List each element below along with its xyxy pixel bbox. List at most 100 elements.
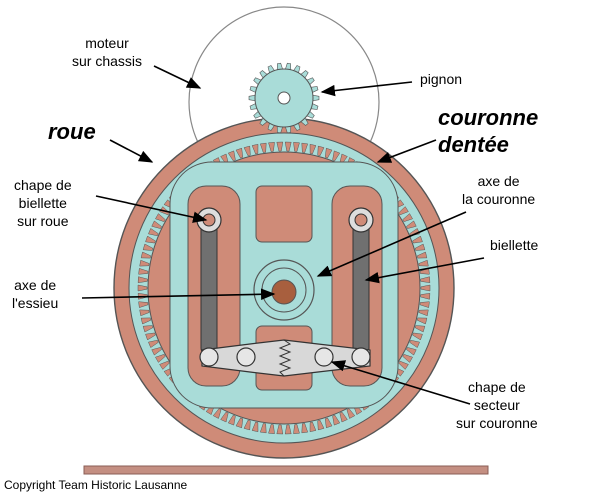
arrow-axe-essieu [81, 288, 276, 301]
crown-inner-tooth [235, 147, 244, 159]
crown-inner-tooth [402, 213, 413, 223]
crown-inner-tooth [419, 268, 430, 275]
arrow-couronne [376, 139, 437, 163]
crown-inner-tooth [301, 423, 309, 434]
label-axe-couronne: axe de la couronne [462, 173, 536, 207]
crown-inner-tooth [420, 293, 431, 300]
sector-pivot-mid-left [236, 347, 256, 367]
arrow-roue [109, 139, 154, 163]
label-chape-biellette: chape de biellette sur roue [14, 177, 72, 229]
crown-inner-tooth [155, 213, 166, 223]
callout-arrows [81, 65, 485, 405]
crown-inner-tooth [139, 259, 150, 267]
crown-inner-tooth [243, 145, 251, 157]
crown-inner-tooth [346, 408, 356, 419]
crown-inner-tooth [259, 423, 267, 434]
crown-inner-tooth [416, 251, 428, 259]
pocket-top [255, 185, 313, 243]
crown-inner-tooth [268, 142, 275, 152]
crown-inner-tooth [332, 150, 341, 162]
crown-inner-tooth [276, 424, 284, 435]
crown-inner-tooth [309, 143, 317, 155]
crown-inner-tooth [139, 309, 150, 317]
crown-inner-tooth [227, 150, 236, 162]
link-right [352, 215, 370, 355]
crown-inner-tooth [140, 251, 152, 259]
crown-inner-tooth [412, 235, 423, 244]
arrow-pignon [320, 81, 413, 97]
arrow-axe-couronne [316, 211, 467, 277]
sector-pivot-left [199, 347, 219, 367]
arrow-chape-secteur [330, 360, 471, 405]
crown-inner-tooth [317, 419, 325, 431]
crown-inner-tooth [301, 142, 309, 153]
crown-inner-tooth [251, 421, 259, 433]
label-chape-secteur: chape de secteur sur couronne [456, 379, 538, 431]
crown-inner-tooth [151, 220, 162, 229]
crown-inner-tooth [159, 360, 170, 370]
crown-inner-tooth [155, 353, 166, 363]
link-left [200, 215, 218, 355]
sector-teeth [278, 339, 292, 377]
crown-inner-tooth [268, 424, 275, 434]
crown-inner-tooth [142, 243, 154, 251]
crown-inner-tooth [251, 143, 259, 155]
crown-inner-tooth [142, 325, 154, 333]
copyright-notice: Copyright Team Historic Lausanne [4, 478, 188, 492]
crown-inner-tooth [414, 243, 426, 251]
crown-inner-tooth [138, 301, 149, 308]
crown-inner-tooth [420, 284, 431, 292]
arrow-biellette [364, 257, 485, 284]
crown-inner-tooth [227, 414, 236, 426]
crown-inner-tooth [220, 411, 229, 423]
crown-inner-tooth [140, 317, 152, 325]
crown-inner-tooth [332, 414, 341, 426]
label-couronne: couronne dentée [438, 105, 539, 157]
crown-inner-tooth [284, 141, 292, 152]
crown-inner-tooth [414, 325, 426, 333]
crown-inner-tooth [398, 206, 409, 216]
crown-inner-tooth [416, 317, 428, 325]
label-biellette: biellette [490, 237, 539, 253]
arrow-moteur [153, 65, 202, 89]
crown-inner-tooth [293, 142, 300, 152]
crown-inner-tooth [339, 411, 348, 423]
sector-pivot-right [351, 347, 371, 367]
crown-inner-tooth [151, 347, 162, 356]
crown-inner-tooth [137, 276, 148, 283]
label-axe-essieu: axe de l'essieu [12, 277, 59, 311]
crown-inner-tooth [212, 408, 222, 419]
crown-inner-tooth [293, 424, 300, 434]
pivot-right-hole [354, 213, 368, 227]
crown-inner-tooth [276, 141, 284, 152]
crown-inner-tooth [418, 309, 429, 317]
ground-rail [83, 465, 489, 475]
crown-inner-tooth [402, 353, 413, 363]
crown-inner-tooth [259, 142, 267, 153]
crown-inner-tooth [409, 339, 420, 348]
crown-inner-tooth [398, 360, 409, 370]
sector-pivot-mid-right [314, 347, 334, 367]
axle-hub [271, 279, 297, 305]
crown-inner-tooth [309, 421, 317, 433]
crown-inner-tooth [324, 417, 333, 429]
label-roue: roue [48, 119, 96, 144]
crown-inner-tooth [317, 145, 325, 157]
label-pignon: pignon [420, 71, 463, 87]
crown-inner-tooth [324, 147, 333, 159]
crown-inner-tooth [284, 424, 292, 435]
crown-inner-tooth [145, 332, 156, 341]
arrow-chape-biellette [95, 195, 208, 223]
crown-inner-tooth [148, 339, 159, 348]
label-moteur: moteur sur chassis [72, 35, 143, 69]
crown-inner-tooth [137, 284, 148, 292]
crown-inner-tooth [406, 220, 417, 229]
pinion-teeth [248, 62, 320, 134]
crown-inner-tooth [419, 301, 430, 308]
pinion-hub [277, 91, 291, 105]
crown-inner-tooth [406, 347, 417, 356]
crown-inner-tooth [145, 235, 156, 244]
crown-inner-tooth [148, 228, 159, 237]
